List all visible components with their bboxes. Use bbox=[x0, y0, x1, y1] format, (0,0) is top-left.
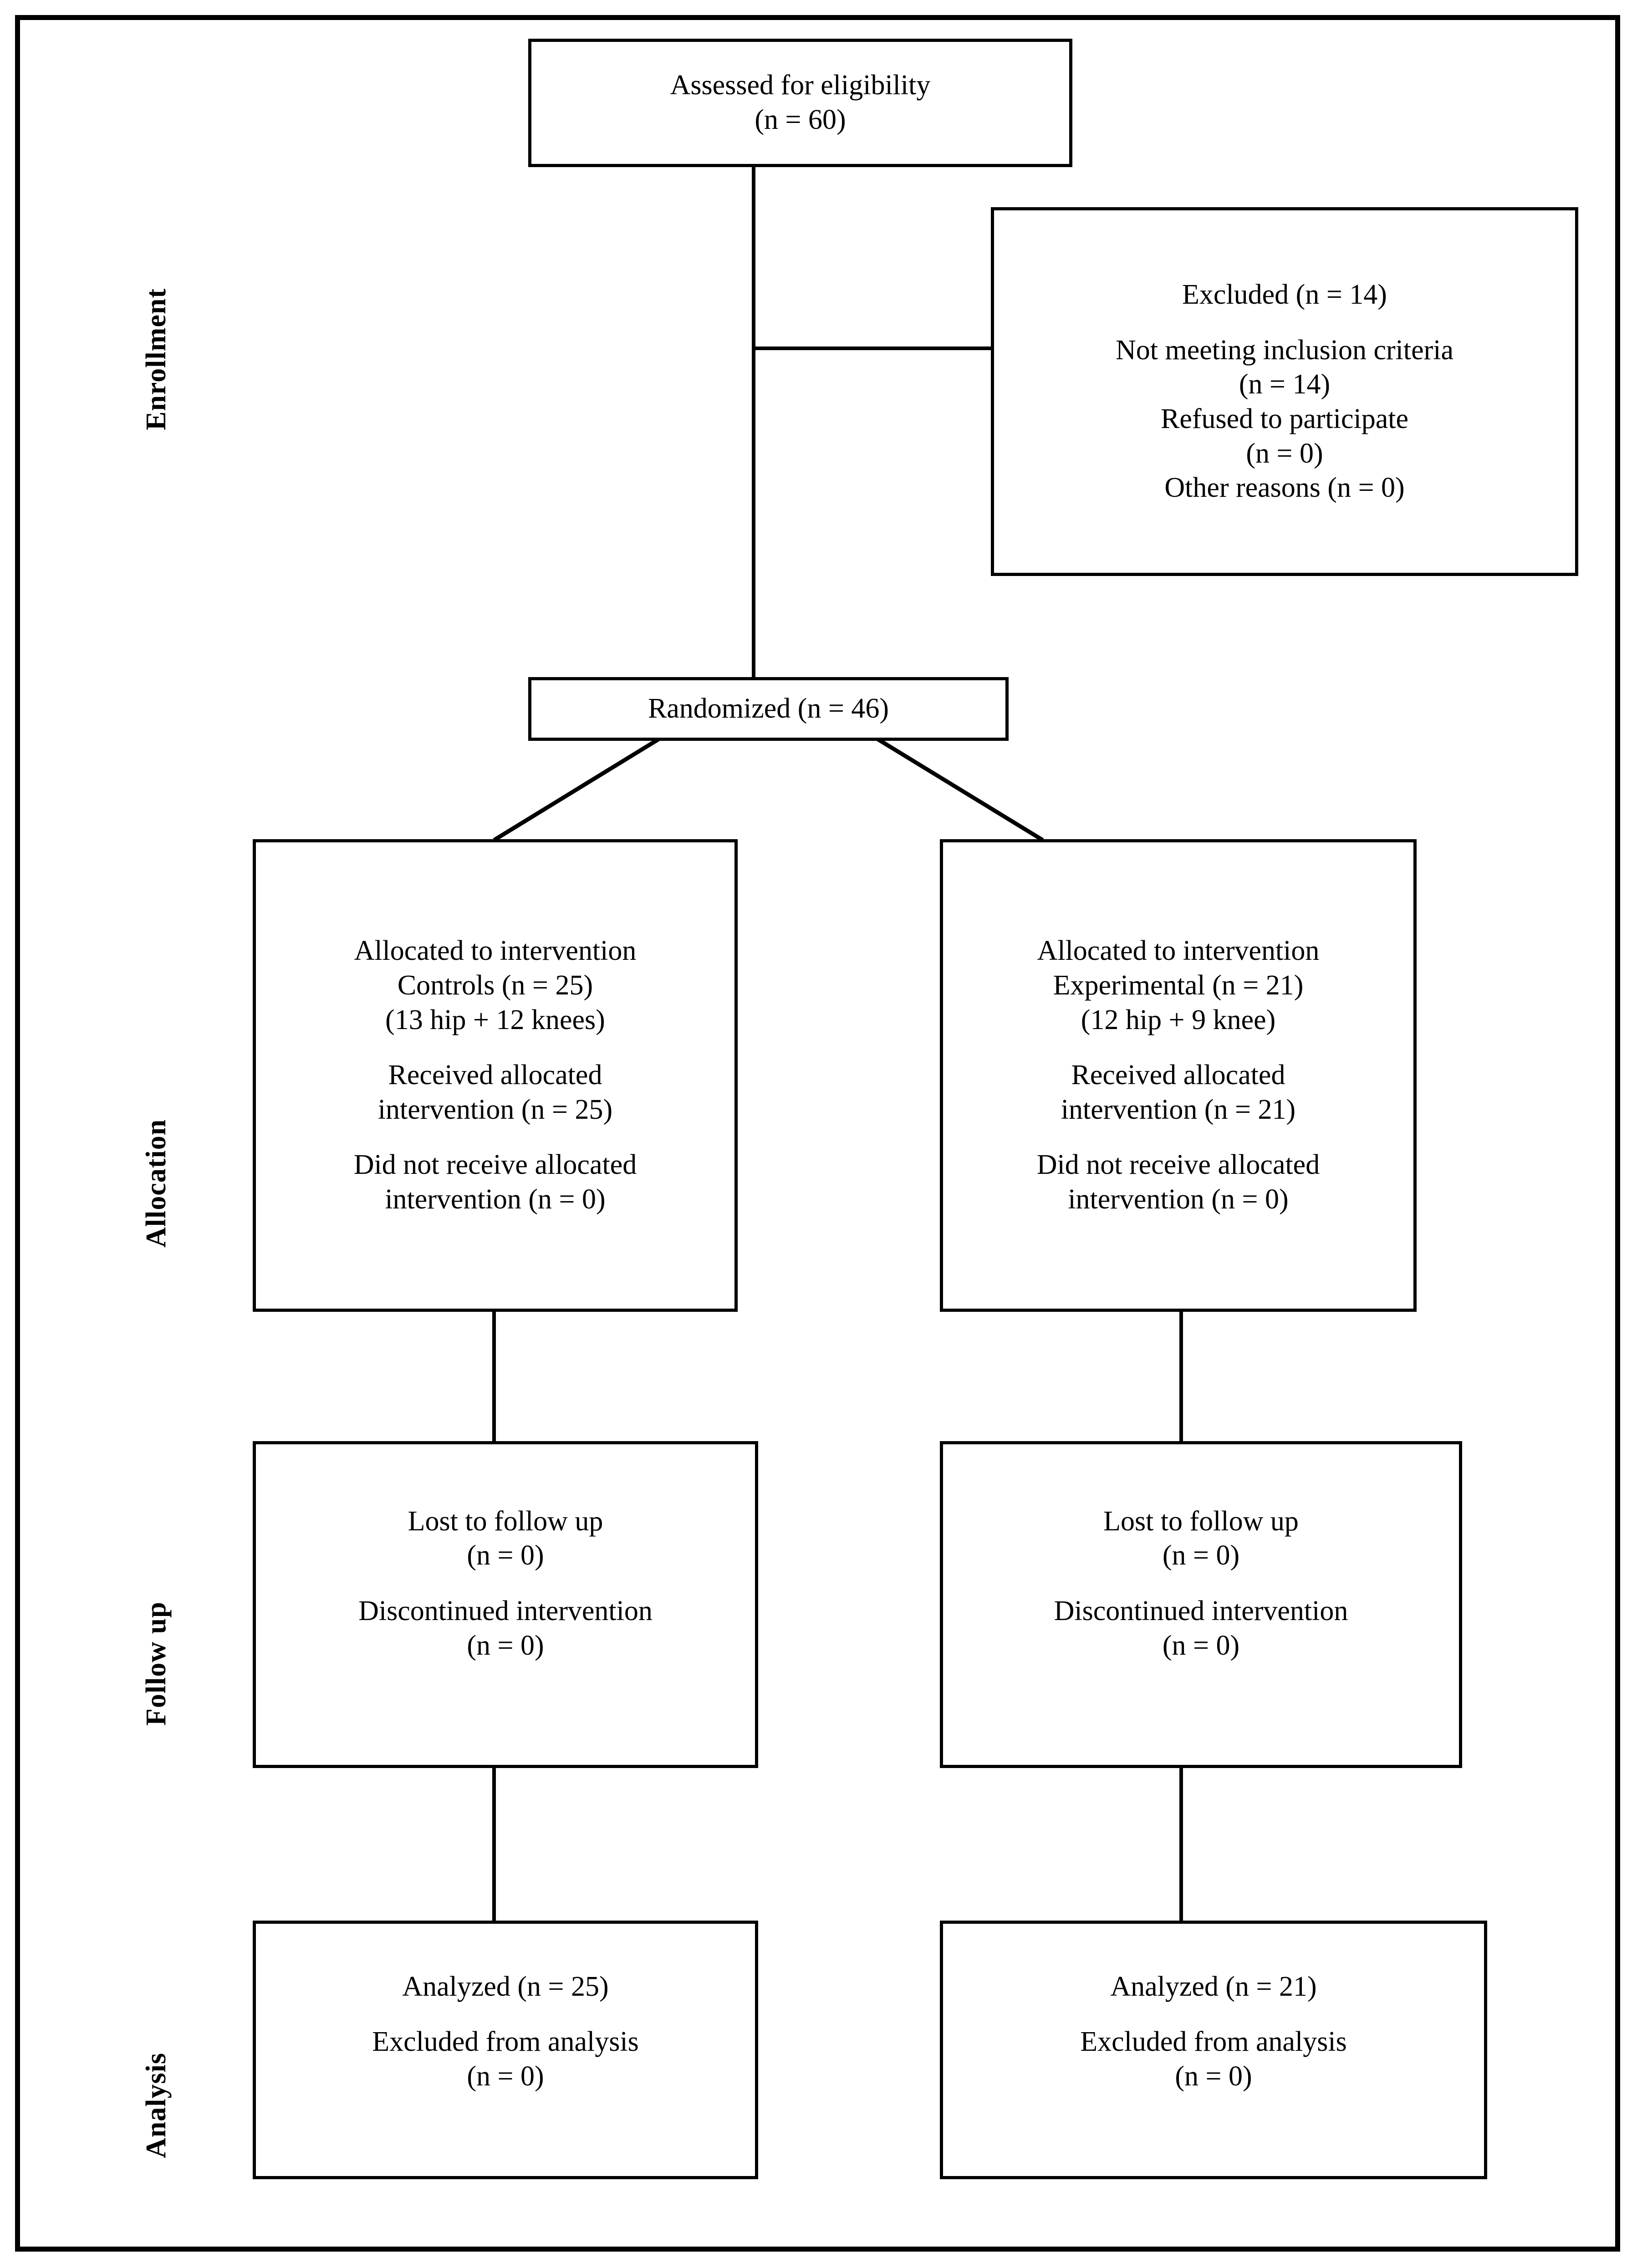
connector-allocation-left-to-followup-left bbox=[492, 1310, 496, 1442]
analysis-left-line-1: Analyzed (n = 25) bbox=[402, 1971, 609, 2002]
box-excluded[interactable]: Excluded (n = 14) Not meeting inclusion … bbox=[991, 207, 1578, 576]
box-analysis-controls[interactable]: Analyzed (n = 25) Excluded from analysis… bbox=[253, 1921, 758, 2179]
box-assessed-for-eligibility[interactable]: Assessed for eligibility (n = 60) bbox=[528, 39, 1072, 167]
analysis-right-line-3: (n = 0) bbox=[1175, 2060, 1252, 2092]
alloc-right-line-3: (12 hip + 9 knee) bbox=[1081, 1004, 1276, 1035]
followup-left-line-2: (n = 0) bbox=[467, 1540, 544, 1571]
alloc-left-line-5: intervention (n = 25) bbox=[377, 1094, 613, 1125]
connector-randomized-split bbox=[493, 736, 1044, 842]
analysis-left-line-2: Excluded from analysis bbox=[372, 2026, 639, 2058]
alloc-left-line-3: (13 hip + 12 knees) bbox=[385, 1004, 605, 1035]
analysis-right-line-1: Analyzed (n = 21) bbox=[1110, 1971, 1317, 2002]
stage-label-followup: Follow up bbox=[141, 1601, 172, 1726]
stage-label-enrollment: Enrollment bbox=[141, 288, 172, 430]
analysis-left-line-3: (n = 0) bbox=[467, 2060, 544, 2092]
box-allocated-controls[interactable]: Allocated to intervention Controls (n = … bbox=[253, 839, 738, 1312]
alloc-left-line-6: Did not receive allocated bbox=[353, 1149, 637, 1181]
box-analysis-experimental[interactable]: Analyzed (n = 21) Excluded from analysis… bbox=[940, 1921, 1487, 2179]
stage-label-allocation: Allocation bbox=[141, 1119, 172, 1248]
excluded-line-4: Refused to participate bbox=[1160, 403, 1408, 434]
eligibility-line-1: Assessed for eligibility bbox=[670, 70, 931, 101]
alloc-right-line-2: Experimental (n = 21) bbox=[1053, 969, 1304, 1001]
connector-followup-right-to-analysis-right bbox=[1179, 1766, 1183, 1921]
randomized-line-1: Randomized (n = 46) bbox=[648, 693, 889, 724]
alloc-right-line-4: Received allocated bbox=[1071, 1060, 1285, 1091]
excluded-line-5: (n = 0) bbox=[1246, 438, 1323, 469]
alloc-left-line-4: Received allocated bbox=[388, 1060, 602, 1091]
followup-right-line-2: (n = 0) bbox=[1162, 1540, 1240, 1571]
alloc-right-line-5: intervention (n = 21) bbox=[1061, 1094, 1296, 1125]
followup-left-line-4: (n = 0) bbox=[467, 1630, 544, 1661]
diagram-outer-frame bbox=[15, 15, 1620, 2252]
alloc-left-line-1: Allocated to intervention bbox=[354, 935, 637, 967]
alloc-left-line-7: intervention (n = 0) bbox=[385, 1184, 606, 1215]
alloc-right-line-7: intervention (n = 0) bbox=[1068, 1184, 1289, 1215]
box-allocated-experimental[interactable]: Allocated to intervention Experimental (… bbox=[940, 839, 1417, 1312]
excluded-line-1: Excluded (n = 14) bbox=[1182, 279, 1387, 311]
connector-eligibility-to-randomized bbox=[752, 166, 755, 678]
alloc-right-line-6: Did not receive allocated bbox=[1036, 1149, 1320, 1181]
followup-right-line-3: Discontinued intervention bbox=[1054, 1595, 1348, 1626]
excluded-line-2: Not meeting inclusion criteria bbox=[1115, 334, 1454, 366]
box-randomized[interactable]: Randomized (n = 46) bbox=[528, 677, 1009, 741]
box-follow-up-controls[interactable]: Lost to follow up (n = 0) Discontinued i… bbox=[253, 1441, 758, 1768]
analysis-right-line-2: Excluded from analysis bbox=[1080, 2026, 1347, 2058]
alloc-left-line-2: Controls (n = 25) bbox=[397, 969, 593, 1001]
excluded-line-6: Other reasons (n = 0) bbox=[1164, 472, 1405, 504]
followup-left-line-3: Discontinued intervention bbox=[358, 1595, 653, 1626]
connector-allocation-right-to-followup-right bbox=[1179, 1310, 1183, 1442]
eligibility-line-2: (n = 60) bbox=[755, 104, 846, 135]
box-follow-up-experimental[interactable]: Lost to follow up (n = 0) Discontinued i… bbox=[940, 1441, 1462, 1768]
connector-followup-left-to-analysis-left bbox=[492, 1766, 496, 1921]
followup-right-line-4: (n = 0) bbox=[1162, 1630, 1240, 1661]
connector-eligibility-to-excluded bbox=[752, 347, 992, 350]
followup-right-line-1: Lost to follow up bbox=[1103, 1505, 1299, 1537]
stage-label-analysis: Analysis bbox=[141, 2053, 172, 2158]
alloc-right-line-1: Allocated to intervention bbox=[1037, 935, 1320, 967]
followup-left-line-1: Lost to follow up bbox=[408, 1505, 603, 1537]
excluded-line-3: (n = 14) bbox=[1239, 369, 1331, 400]
